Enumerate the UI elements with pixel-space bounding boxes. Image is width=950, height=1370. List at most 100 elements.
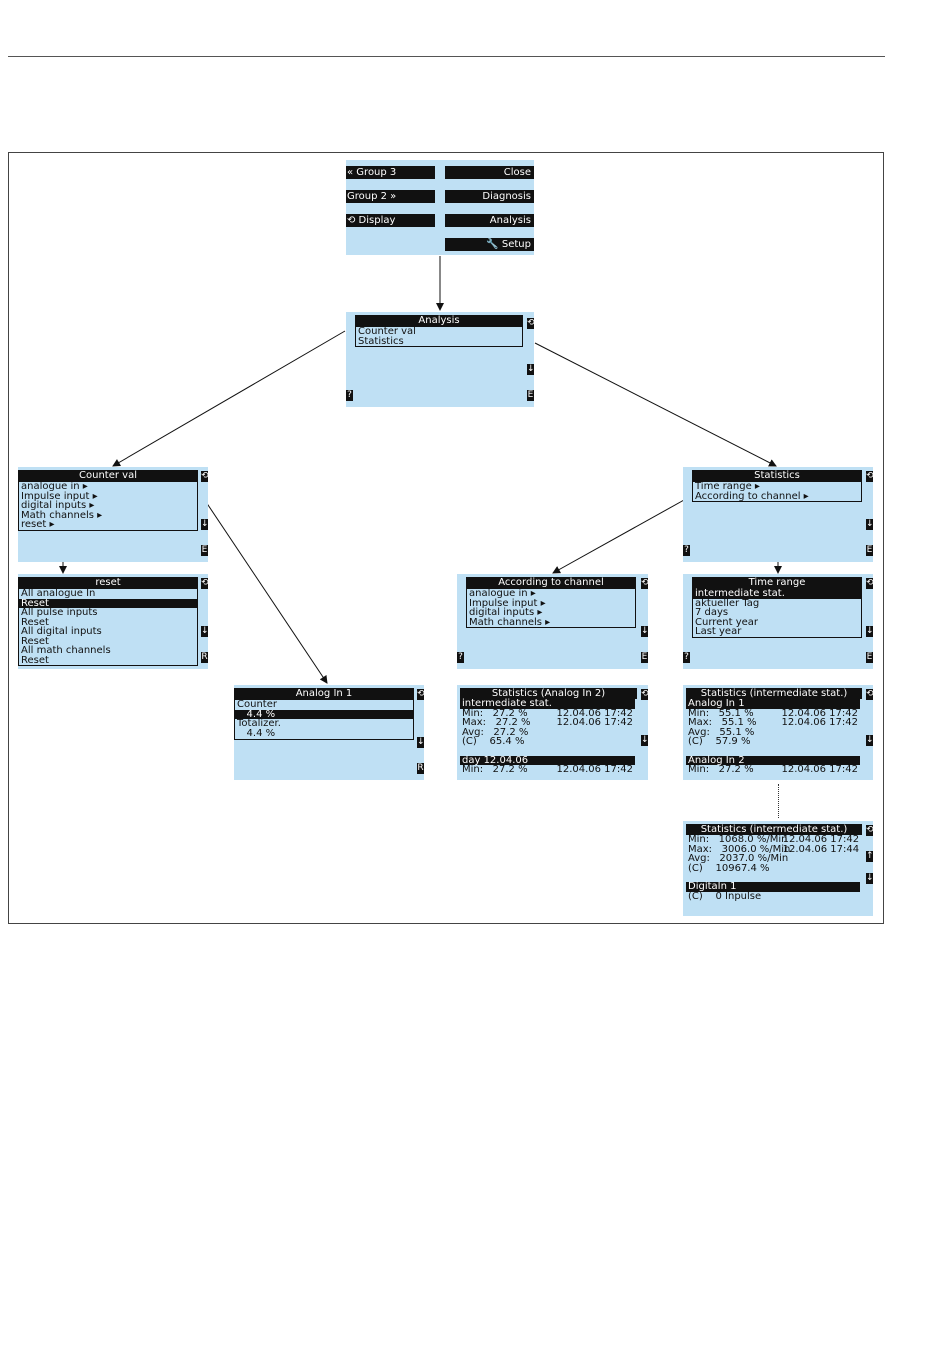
continuation-dots (778, 784, 779, 818)
back-key[interactable]: ⟲ (641, 578, 648, 589)
down-key[interactable]: ↓ (201, 626, 208, 637)
counter-val-item[interactable]: reset ▸ (21, 519, 55, 530)
block-header: Analog In 1 (686, 699, 860, 709)
reset-item[interactable]: All digital inputs (21, 626, 102, 637)
help-key[interactable]: ? (346, 390, 353, 401)
back-key[interactable]: ⟲ (866, 689, 873, 700)
help-key[interactable]: ? (457, 652, 464, 663)
statistics-item-time-range[interactable]: Time range ▸ (695, 481, 760, 492)
stat-row: (C) 65.4 % (462, 736, 525, 747)
stat-row: Min: 27.2 %12.04.06 17:42 (462, 707, 633, 719)
reset-item[interactable]: All pulse inputs (21, 607, 98, 618)
channel-item[interactable]: Impulse input ▸ (469, 597, 546, 609)
block-header: day 12.04.06 (460, 755, 635, 765)
reset-item[interactable]: All analogue In (21, 588, 96, 599)
down-key[interactable]: ↓ (866, 519, 873, 530)
enter-key[interactable]: E (641, 652, 648, 663)
reset-screen: reset All analogue In Reset All pulse in… (18, 574, 208, 669)
back-key[interactable]: ⟲ (527, 318, 534, 329)
stat-row: (C) 57.9 % (688, 736, 751, 747)
back-key[interactable]: ⟲ (201, 578, 208, 589)
reset-item[interactable]: Reset (21, 654, 49, 666)
display-button[interactable]: ⟲ Display (346, 214, 435, 227)
reset-key[interactable]: R (201, 652, 208, 663)
down-key[interactable]: ↓ (866, 626, 873, 637)
counter-val-item[interactable]: Math channels ▸ (21, 509, 103, 521)
time-range-item[interactable]: intermediate stat. (693, 589, 861, 599)
reset-item[interactable]: Reset (19, 598, 197, 608)
group-3-button[interactable]: « Group 3 (346, 166, 435, 179)
down-key[interactable]: ↓ (417, 737, 424, 748)
statistics-title: Statistics (692, 470, 862, 481)
stats-intermediate-1-title: Statistics (intermediate stat.) (686, 688, 862, 699)
back-key[interactable]: ⟲ (866, 578, 873, 589)
reset-item[interactable]: All math channels (21, 645, 111, 656)
counter-val-item[interactable]: digital inputs ▸ (21, 500, 95, 511)
time-range-item[interactable]: 7 days (695, 607, 729, 618)
reset-key[interactable]: R (417, 763, 424, 774)
enter-key[interactable]: E (866, 545, 873, 556)
according-to-channel-list: analogue in ▸ Impulse input ▸ digital in… (466, 588, 636, 628)
reset-item[interactable]: Reset (21, 616, 49, 628)
stat-row: Min: 55.1 %12.04.06 17:42 (688, 707, 858, 719)
statistics-item-according-channel[interactable]: According to channel ▸ (695, 490, 809, 502)
counter-val-item[interactable]: Impulse input ▸ (21, 490, 98, 502)
analog-in-1-title: Analog In 1 (234, 688, 414, 699)
statistics-screen: Statistics Time range ▸ According to cha… (683, 467, 873, 562)
help-key[interactable]: ? (683, 545, 690, 556)
counter-val-list: analogue in ▸ Impulse input ▸ digital in… (18, 481, 198, 531)
up-key[interactable]: ↑ (866, 851, 873, 862)
stat-row: (C) 0 Inpulse (688, 890, 762, 902)
stat-row: Min: 27.2 %12.04.06 17:42 (688, 764, 858, 775)
channel-item[interactable]: analogue in ▸ (469, 588, 536, 599)
down-key[interactable]: ↓ (641, 626, 648, 637)
totalizer-label: Totalizer. (237, 718, 281, 729)
stat-row: Min: 27.2 %12.04.06 17:42 (462, 764, 633, 775)
enter-key[interactable]: E (527, 390, 534, 401)
time-range-item[interactable]: aktueller Tag (695, 597, 760, 609)
stats-intermediate-1-screen: Statistics (intermediate stat.) Analog I… (683, 685, 873, 780)
down-key[interactable]: ↓ (527, 364, 534, 375)
stats-analog-in-2-screen: Statistics (Analog In 2) intermediate st… (457, 685, 648, 780)
down-key[interactable]: ↓ (866, 735, 873, 746)
reset-item[interactable]: Reset (21, 635, 49, 647)
analysis-list: Counter val Statistics (355, 326, 523, 347)
analysis-item-statistics[interactable]: Statistics (358, 335, 404, 347)
channel-item[interactable]: Math channels ▸ (469, 616, 551, 628)
counter-val-screen: Counter val analogue in ▸ Impulse input … (18, 467, 208, 562)
diagnosis-button[interactable]: Diagnosis (445, 190, 534, 203)
back-key[interactable]: ⟲ (866, 471, 873, 482)
stats-intermediate-2-screen: Statistics (intermediate stat.) Min: 106… (683, 821, 873, 916)
counter-val-item[interactable]: analogue in ▸ (21, 481, 88, 492)
back-key[interactable]: ⟲ (201, 471, 208, 482)
down-key[interactable]: ↓ (866, 873, 873, 884)
stats-intermediate-1-table: Analog In 1 Min: 55.1 %12.04.06 17:42 Ma… (686, 699, 860, 775)
analysis-item-counter-val[interactable]: Counter val (358, 326, 416, 337)
totalizer-value: 4.4 % (237, 727, 276, 739)
setup-button[interactable]: 🔧 Setup (445, 238, 534, 251)
group-2-button[interactable]: Group 2 » (346, 190, 435, 203)
enter-key[interactable]: E (201, 545, 208, 556)
analysis-title: Analysis (355, 315, 523, 326)
back-key[interactable]: ⟲ (417, 689, 424, 700)
channel-item[interactable]: digital inputs ▸ (469, 607, 543, 618)
help-key[interactable]: ? (683, 652, 690, 663)
down-key[interactable]: ↓ (641, 735, 648, 746)
according-to-channel-title: According to channel (466, 577, 636, 588)
back-key[interactable]: ⟲ (641, 689, 648, 700)
enter-key[interactable]: E (866, 652, 873, 663)
close-button[interactable]: Close (445, 166, 534, 179)
time-range-item[interactable]: Last year (695, 626, 742, 637)
down-key[interactable]: ↓ (201, 519, 208, 530)
counter-label: Counter (237, 699, 277, 710)
analysis-screen: Analysis Counter val Statistics ⟲ ↓ E ? (346, 312, 534, 407)
stat-row: (C) 10967.4 % (688, 862, 770, 874)
analysis-button[interactable]: Analysis (445, 214, 534, 227)
back-key[interactable]: ⟲ (866, 825, 873, 836)
time-range-title: Time range (692, 577, 862, 588)
according-to-channel-screen: According to channel analogue in ▸ Impul… (457, 574, 648, 669)
time-range-item[interactable]: Current year (695, 616, 759, 628)
counter-value: 4.4 % (235, 709, 413, 719)
